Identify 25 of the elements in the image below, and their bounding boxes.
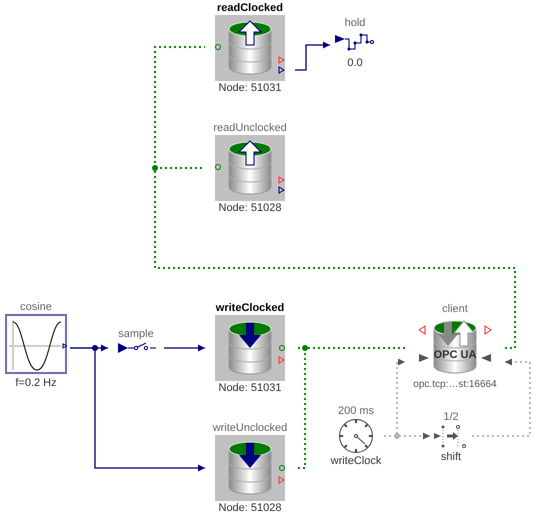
block-name: cosine bbox=[20, 300, 52, 314]
parameter-label: Node: 51028 bbox=[218, 201, 282, 215]
parameter-label: Node: 51028 bbox=[218, 501, 282, 515]
parameter-label: Node: 51031 bbox=[218, 81, 282, 95]
block-name: 1/2 bbox=[443, 410, 459, 424]
arrow bbox=[295, 42, 330, 71]
block-name: readClocked bbox=[216, 1, 284, 15]
arrow bbox=[70, 347, 205, 472]
arrow bbox=[472, 358, 531, 437]
block-name: client bbox=[442, 302, 468, 316]
parameter-label: opc.tcp:…st:16664 bbox=[413, 378, 497, 392]
block-name: writeUnclocked bbox=[212, 421, 288, 435]
protocol-label: OPC UA bbox=[432, 349, 478, 362]
connection-line bbox=[154, 167, 516, 349]
block-name: sample bbox=[118, 327, 154, 341]
parameter-label: 0.0 bbox=[347, 56, 363, 70]
arrow bbox=[164, 344, 205, 352]
block-name: 200 ms bbox=[338, 404, 374, 418]
block-name: writeClocked bbox=[216, 301, 284, 315]
parameter-label: f=0.2 Hz bbox=[15, 376, 57, 390]
parameter-label: writeClock bbox=[330, 454, 382, 468]
block-name: readUnclocked bbox=[213, 121, 287, 135]
block-name: hold bbox=[344, 16, 366, 30]
parameter-label: Node: 51031 bbox=[218, 381, 282, 395]
parameter-label: shift bbox=[440, 450, 462, 464]
